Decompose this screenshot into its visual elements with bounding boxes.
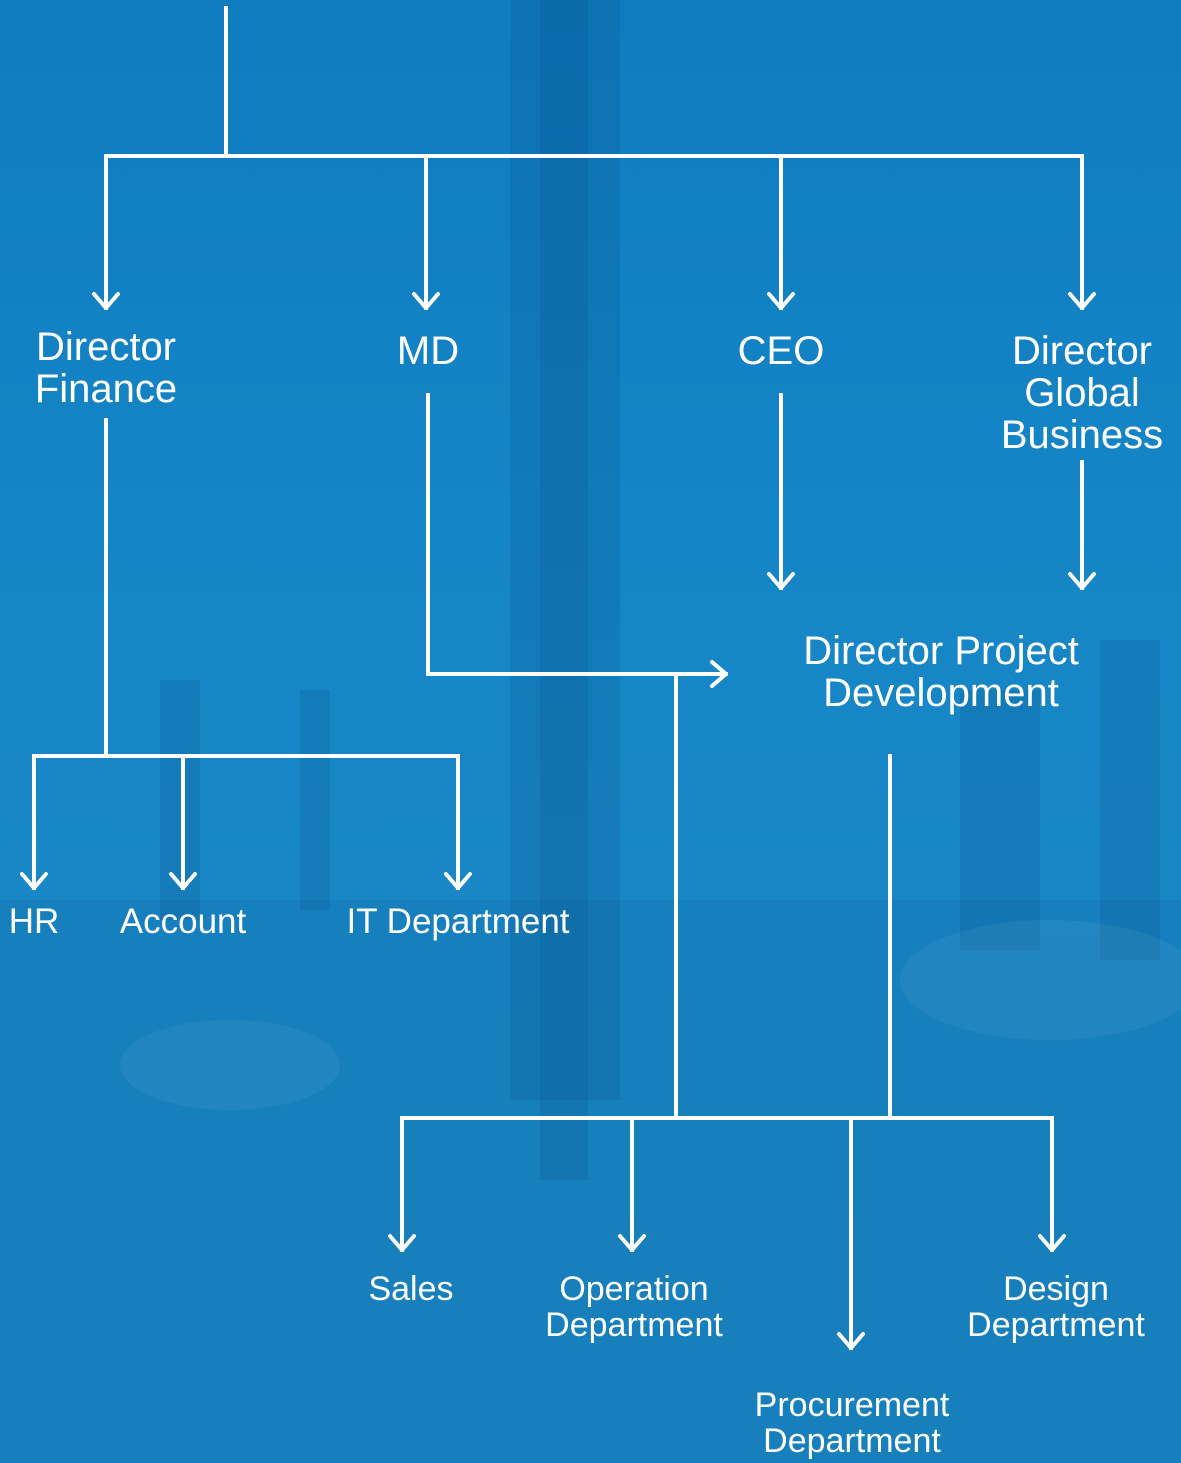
node-director-global-business: Director Global Business <box>986 330 1178 456</box>
node-procurement-department: Procurement Department <box>722 1386 982 1460</box>
arrowhead-down-icon <box>1068 572 1096 590</box>
arrowhead-down-icon <box>618 1234 646 1252</box>
node-director-finance-line-1: Director <box>35 325 177 369</box>
background-dome <box>900 920 1181 1040</box>
node-director-project-development-line-1: Director Project <box>803 629 1079 673</box>
background-tower <box>510 0 620 1100</box>
background-building <box>960 690 1040 950</box>
node-it-department-line-1: IT Department <box>346 902 570 941</box>
node-design-department-line-1: Design <box>1003 1270 1109 1308</box>
node-operation-department-line-1: Operation <box>559 1270 709 1308</box>
arrowhead-down-icon <box>767 572 795 590</box>
node-account-line-1: Account <box>119 902 247 941</box>
node-sales-line-1: Sales <box>368 1270 454 1308</box>
node-director-project-development-line-2: Development <box>823 671 1059 715</box>
node-procurement-department-line-1: Procurement <box>754 1386 950 1424</box>
node-operation-department-line-2: Department <box>545 1305 723 1344</box>
arrowhead-down-icon <box>169 872 197 890</box>
node-sales: Sales <box>352 1270 470 1308</box>
arrowhead-down-icon <box>837 1332 865 1350</box>
node-ceo: CEO <box>721 330 841 372</box>
arrowhead-down-icon <box>388 1234 416 1252</box>
background-building <box>1100 640 1160 960</box>
arrowhead-down-icon <box>1038 1234 1066 1252</box>
node-director-global-business-line-1: Director <box>1011 329 1153 373</box>
node-it-department: IT Department <box>318 902 598 941</box>
node-director-finance: Director Finance <box>16 326 196 410</box>
arrowhead-down-icon <box>20 872 48 890</box>
node-ceo-line-1: CEO <box>737 329 825 373</box>
node-hr-line-1: HR <box>8 902 60 941</box>
background-tower-spire <box>540 0 588 1180</box>
arrowhead-down-icon <box>444 872 472 890</box>
arrowhead-down-icon <box>767 292 795 310</box>
arrowhead-down-icon <box>92 292 120 310</box>
node-director-project-development: Director Project Development <box>760 630 1122 714</box>
background-city-strip <box>0 900 1181 1463</box>
background-fountain <box>120 1020 340 1110</box>
node-hr: HR <box>2 902 66 941</box>
node-operation-department: Operation Department <box>512 1270 756 1344</box>
node-director-finance-line-2: Finance <box>34 367 178 411</box>
arrowhead-right-icon <box>710 660 728 688</box>
node-director-global-business-line-3: Business <box>1000 413 1164 457</box>
node-md-line-1: MD <box>396 329 460 373</box>
node-md: MD <box>376 330 480 372</box>
node-design-department: Design Department <box>934 1270 1178 1344</box>
node-director-global-business-line-2: Global <box>1024 371 1140 415</box>
node-design-department-line-2: Department <box>967 1305 1145 1344</box>
arrowhead-down-icon <box>1068 292 1096 310</box>
background-building <box>160 680 200 920</box>
arrowhead-down-icon <box>412 292 440 310</box>
node-procurement-department-line-2: Department <box>763 1421 941 1460</box>
background-building <box>300 690 330 910</box>
node-account: Account <box>96 902 270 941</box>
